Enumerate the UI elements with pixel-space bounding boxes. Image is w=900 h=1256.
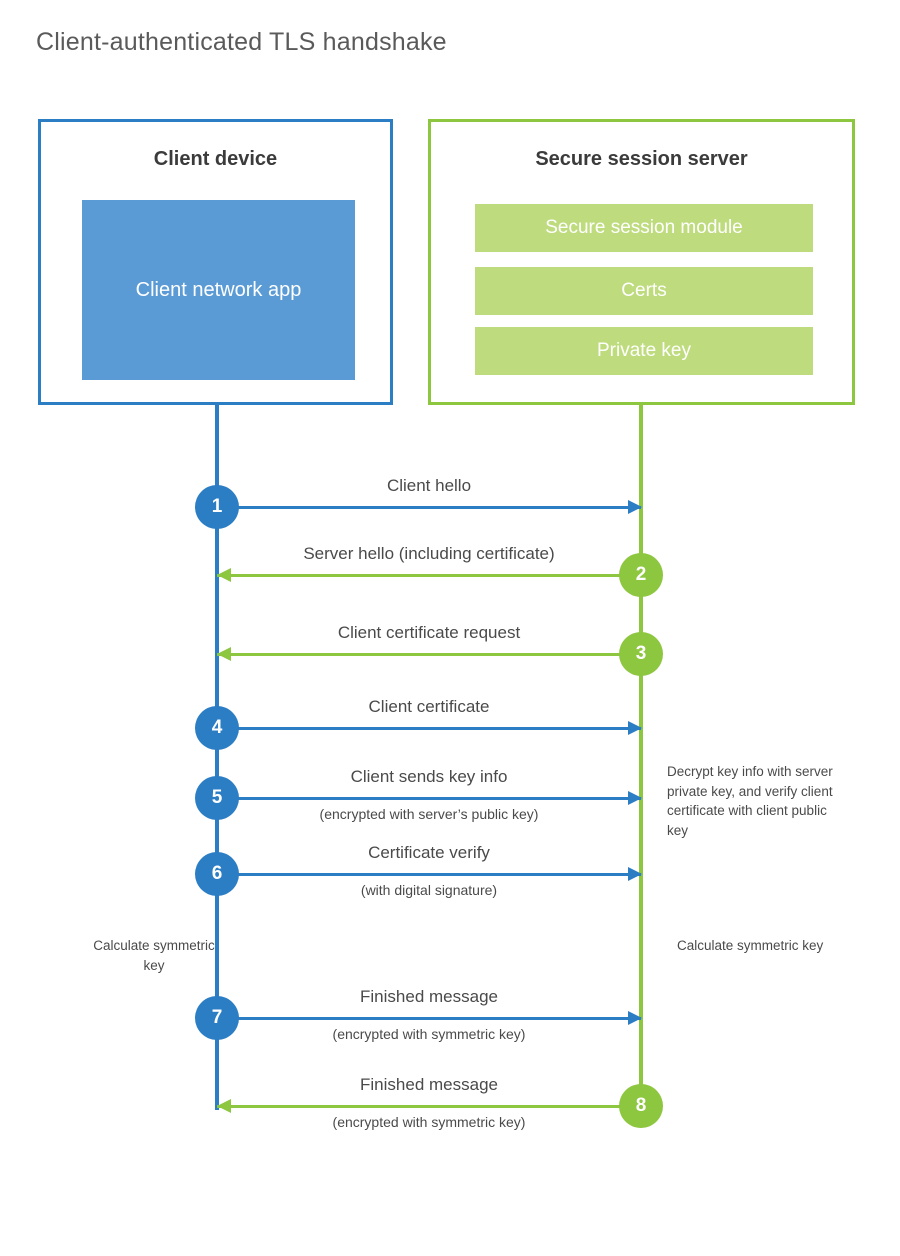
- client-device-title: Client device: [153, 148, 278, 170]
- step-number-badge: 3: [619, 632, 663, 676]
- message-sublabel: (encrypted with server’s public key): [319, 806, 539, 822]
- page-title: Client-authenticated TLS handshake: [36, 28, 447, 56]
- message-label: Client sends key info: [350, 767, 508, 786]
- step-number-badge: 5: [195, 776, 239, 820]
- annotation-server-calculate-symmetric-key: Calculate symmetric key: [677, 938, 824, 953]
- annotation-server-decrypt: Decrypt key info with server private key…: [667, 764, 833, 838]
- arrow-right-icon: [628, 791, 642, 805]
- step-number-badge: 6: [195, 852, 239, 896]
- step-number-badge: 4: [195, 706, 239, 750]
- step-number-badge: 8: [619, 1084, 663, 1128]
- client-device-box: Client device Client network app: [38, 119, 393, 405]
- secure-session-server-box: Secure session server Secure session mod…: [428, 119, 855, 405]
- secure-session-server-title: Secure session server: [535, 148, 748, 170]
- message-arrow-line: [217, 727, 641, 730]
- message-sublabel: (encrypted with symmetric key): [332, 1114, 526, 1130]
- message-arrow-line: [217, 1017, 641, 1020]
- message-arrow-line: [217, 506, 641, 509]
- server-component-secure-session-module: Secure session module: [475, 204, 813, 252]
- message-label: Finished message: [360, 1075, 498, 1094]
- client-network-app-block: Client network app: [82, 200, 355, 380]
- annotation-client-calculate-symmetric-key: Calculate symmetric key: [93, 938, 215, 973]
- step-number-badge: 1: [195, 485, 239, 529]
- message-label: Certificate verify: [368, 843, 490, 862]
- message-arrow-line: [217, 574, 641, 577]
- step-number-badge: 2: [619, 553, 663, 597]
- arrow-left-icon: [217, 1099, 231, 1113]
- arrow-right-icon: [628, 1011, 642, 1025]
- server-component-private-key: Private key: [475, 327, 813, 375]
- message-arrow-line: [217, 653, 641, 656]
- step-number-badge: 7: [195, 996, 239, 1040]
- message-label: Client certificate: [368, 697, 490, 716]
- arrow-right-icon: [628, 721, 642, 735]
- message-label: Server hello (including certificate): [303, 544, 555, 563]
- server-component-certs: Certs: [475, 267, 813, 315]
- server-lifeline: [639, 405, 643, 1107]
- arrow-left-icon: [217, 568, 231, 582]
- arrow-right-icon: [628, 867, 642, 881]
- message-sublabel: (with digital signature): [360, 882, 498, 898]
- message-sublabel: (encrypted with symmetric key): [332, 1026, 526, 1042]
- message-arrow-line: [217, 873, 641, 876]
- message-arrow-line: [217, 797, 641, 800]
- client-lifeline: [215, 405, 219, 1110]
- message-label: Finished message: [360, 987, 498, 1006]
- arrow-right-icon: [628, 500, 642, 514]
- message-arrow-line: [217, 1105, 641, 1108]
- message-label: Client certificate request: [337, 623, 521, 642]
- message-label: Client hello: [386, 476, 472, 495]
- arrow-left-icon: [217, 647, 231, 661]
